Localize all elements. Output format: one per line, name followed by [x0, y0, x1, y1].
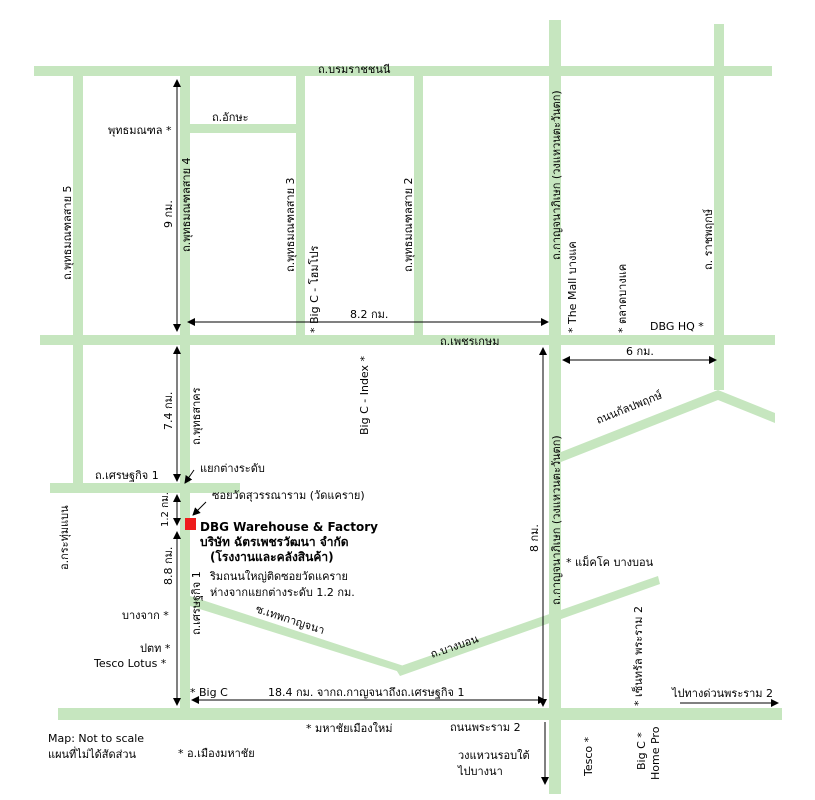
road-phutthamonthon3 [296, 76, 305, 335]
distance-1-2km: 1.2 กม. [160, 492, 171, 527]
distance-6km: 6 กม. [626, 345, 654, 358]
distance-8-2km: 8.2 กม. [350, 308, 388, 321]
landmark-tesco-lotus: Tesco Lotus * [93, 657, 167, 670]
landmark-talat: * ตลาดบางแค [616, 264, 629, 333]
warehouse-line2: (โรงงานและคลังสินค้า) [210, 549, 334, 564]
landmark-central: * เซ็นทรัล พระราม 2 [631, 606, 645, 706]
landmark-makro: * แม็คโค บางบอน [566, 555, 654, 569]
road-aksa [190, 124, 300, 133]
label-rama2: ถนนพระราม 2 [450, 721, 521, 734]
label-kanchanaphisek-south: ถ.กาญจนาภิเษก (วงแหวนตะวันตก) [550, 435, 563, 605]
landmark-ptt: ปตท * [140, 642, 171, 655]
landmark-mahachai-new: * มหาชัยเมืองใหม่ [306, 722, 392, 735]
landmark-themall: * The Mall บางแค [566, 241, 579, 333]
warehouse-line3: ริมถนนใหญ่ติดซอยวัดแคราย [209, 570, 348, 583]
landmark-dbghq: DBG HQ * [650, 320, 704, 333]
warehouse-line1: บริษัท ฉัตรเพชรวัฒนา จำกัด [200, 535, 349, 549]
label-phutthasakhon: ถ.พุทธสาคร [190, 387, 203, 445]
landmark-amphoe: * อ.เมืองมหาชัย [178, 747, 255, 760]
landmark-tesco: Tesco * [582, 736, 595, 777]
distance-arrows [173, 79, 779, 785]
distance-9km: 9 กม. [162, 200, 175, 228]
road-phutthamonthon5 [73, 76, 83, 335]
road-setthakit1-top [50, 483, 240, 493]
road-bangbon [395, 576, 660, 676]
road-phetkasem [40, 335, 775, 345]
warehouse-title: DBG Warehouse & Factory [200, 520, 378, 534]
warehouse-marker [185, 518, 196, 530]
warehouse-line4: ห่างจากแยกต่างระดับ 1.2 กม. [210, 586, 355, 599]
landmark-bigc-homepro2-a: Big C * [635, 732, 648, 770]
scale-note-line2: แผนที่ไม่ได้สัดส่วน [48, 746, 137, 761]
arrow-interchange-pointer [184, 469, 195, 484]
road-phutthamonthon5-south [73, 345, 83, 485]
label-ring-south: วงแหวนรอบใต้ [458, 749, 530, 762]
landmark-bigc: * Big C [190, 686, 228, 699]
distance-8km: 8 กม. [528, 524, 541, 552]
label-phutthamonthon2: ถ.พุทธมณฑลสาย 2 [402, 177, 415, 272]
label-phetkasem: ถ.เพชรเกษม [440, 335, 499, 348]
road-theppkanchana [190, 596, 410, 672]
road-borommaratchachonnani [34, 66, 772, 76]
label-kanchanaphisek-north: ถ.กาญจนาภิเษก (วงแหวนตะวันตก) [550, 90, 563, 260]
warehouse-info: DBG Warehouse & Factory บริษัท ฉัตรเพชรว… [200, 520, 378, 599]
label-phutthamonthon3: ถ.พุทธมณฑลสาย 3 [284, 177, 297, 272]
road-ratchaphruek [714, 24, 724, 390]
landmark-phutthamonthon: พุทธมณฑล * [108, 124, 172, 137]
landmark-bangchak: บางจาก * [122, 609, 169, 622]
label-ratchaphruek: ถ. ราชพฤกษ์ [702, 209, 715, 270]
distance-8-8km: 8.8 กม. [162, 547, 175, 585]
arrow-soi-pointer [192, 501, 207, 516]
road-kanchanaphisek [549, 20, 561, 794]
label-phutthamonthon5: ถ.พุทธมณฑลสาย 5 [61, 185, 74, 280]
label-to-bangna: ไปบางนา [457, 765, 503, 778]
road-phutthamonthon2 [414, 76, 423, 335]
road-rama2 [58, 708, 782, 720]
landmark-interchange: แยกต่างระดับ [200, 462, 265, 475]
landmark-bigc-homepro: * Big C - โฮมโปร [307, 246, 321, 333]
label-aksa: ถ.อักษะ [212, 111, 249, 124]
label-setthakit1-top: ถ.เศรษฐกิจ 1 [95, 469, 159, 482]
label-setthakit1-vert: ถ.เศรษฐกิจ 1 [190, 571, 203, 635]
road-phutthamonthon4 [180, 76, 190, 335]
distance-7-4km: 7.4 กม. [162, 392, 175, 430]
label-expressway: ไปทางด่วนพระราม 2 [671, 687, 773, 700]
label-phutthamonthon4: ถ.พุทธมณฑลสาย 4 [180, 157, 193, 252]
label-krathumbaen: อ.กระทุ่มแบน [58, 505, 71, 570]
landmark-bigc-homepro2-b: Home Pro [649, 726, 662, 780]
road-kalapaphruek [561, 390, 775, 462]
label-borommaratchachonnani: ถ.บรมราชชนนี [318, 63, 391, 76]
scale-note-line1: Map: Not to scale [48, 732, 144, 745]
landmark-soi-wat: ซอยวัดสุวรรณาราม (วัดแคราย) [212, 489, 365, 502]
landmark-bigc-index: Big C - Index * [358, 355, 371, 435]
distance-18-4km: 18.4 กม. จากถ.กาญจนาถึงถ.เศรษฐกิจ 1 [268, 686, 464, 699]
